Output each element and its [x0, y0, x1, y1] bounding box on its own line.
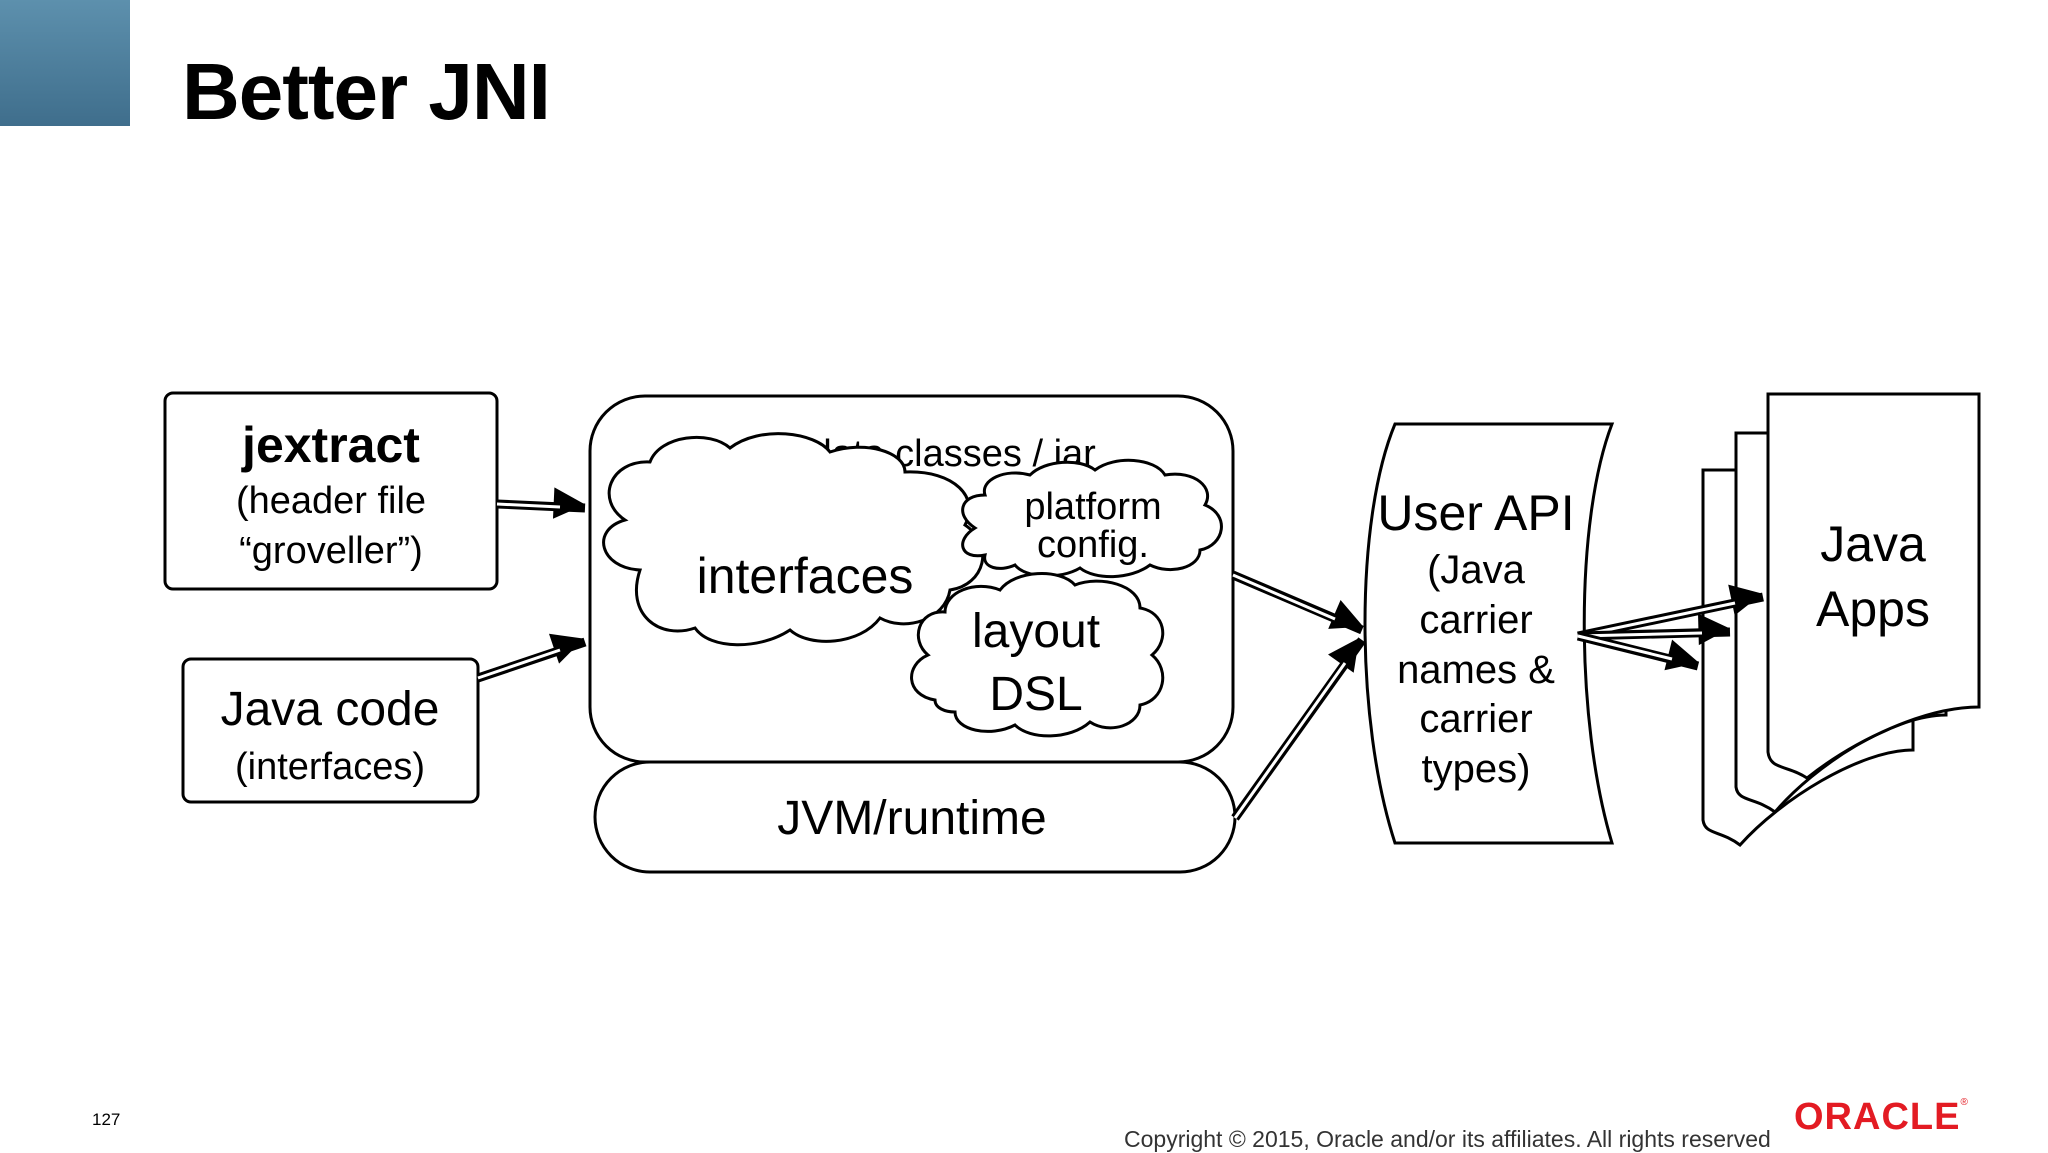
java-apps-line2: Apps	[1816, 581, 1930, 637]
user-api-line2: carrier	[1419, 598, 1532, 642]
jvm-runtime-label: JVM/runtime	[777, 792, 1046, 845]
copyright-notice: Copyright © 2015, Oracle and/or its affi…	[1124, 1126, 1771, 1152]
jextract-title: jextract	[241, 417, 420, 473]
page-number: 127	[92, 1110, 121, 1129]
platform-label-line1: platform	[1024, 486, 1161, 528]
interfaces-label: interfaces	[697, 548, 914, 604]
platform-label-line2: config.	[1037, 524, 1149, 566]
registered-mark-icon: ®	[1960, 1097, 1969, 1108]
jextract-box: jextract (header file “groveller”)	[163, 391, 499, 591]
layout-dsl-cloud: layout DSL	[910, 572, 1165, 738]
oracle-logo-text: ORACLE	[1794, 1096, 1961, 1138]
java-apps-line1: Java	[1820, 516, 1926, 572]
layout-label-line1: layout	[972, 605, 1100, 658]
user-api-shape: User API (Java carrier names & carrier t…	[1363, 422, 1615, 845]
interfaces-cloud: interfaces	[602, 432, 985, 647]
arrows	[476, 487, 1764, 821]
user-api-line1: (Java	[1427, 548, 1526, 592]
java-code-box: Java code (interfaces)	[181, 657, 480, 804]
user-api-title: User API	[1377, 485, 1574, 541]
user-api-line5: types)	[1422, 747, 1531, 791]
java-apps-documents: Java Apps	[1701, 392, 1981, 848]
layout-label-line2: DSL	[989, 668, 1082, 721]
platform-config-cloud: platform config.	[961, 458, 1223, 579]
jvm-runtime-box: JVM/runtime	[593, 760, 1237, 874]
user-api-line4: carrier	[1419, 697, 1532, 741]
corner-accent-block	[0, 0, 130, 126]
java-code-line1: (interfaces)	[235, 746, 425, 788]
java-code-title: Java code	[221, 683, 440, 736]
jextract-line1: (header file	[236, 480, 426, 522]
oracle-logo: ORACLE®	[1794, 1096, 1969, 1138]
jextract-line2: “groveller”)	[239, 530, 423, 572]
user-api-line3: names &	[1397, 648, 1555, 692]
slide-title: Better JNI	[182, 47, 551, 136]
